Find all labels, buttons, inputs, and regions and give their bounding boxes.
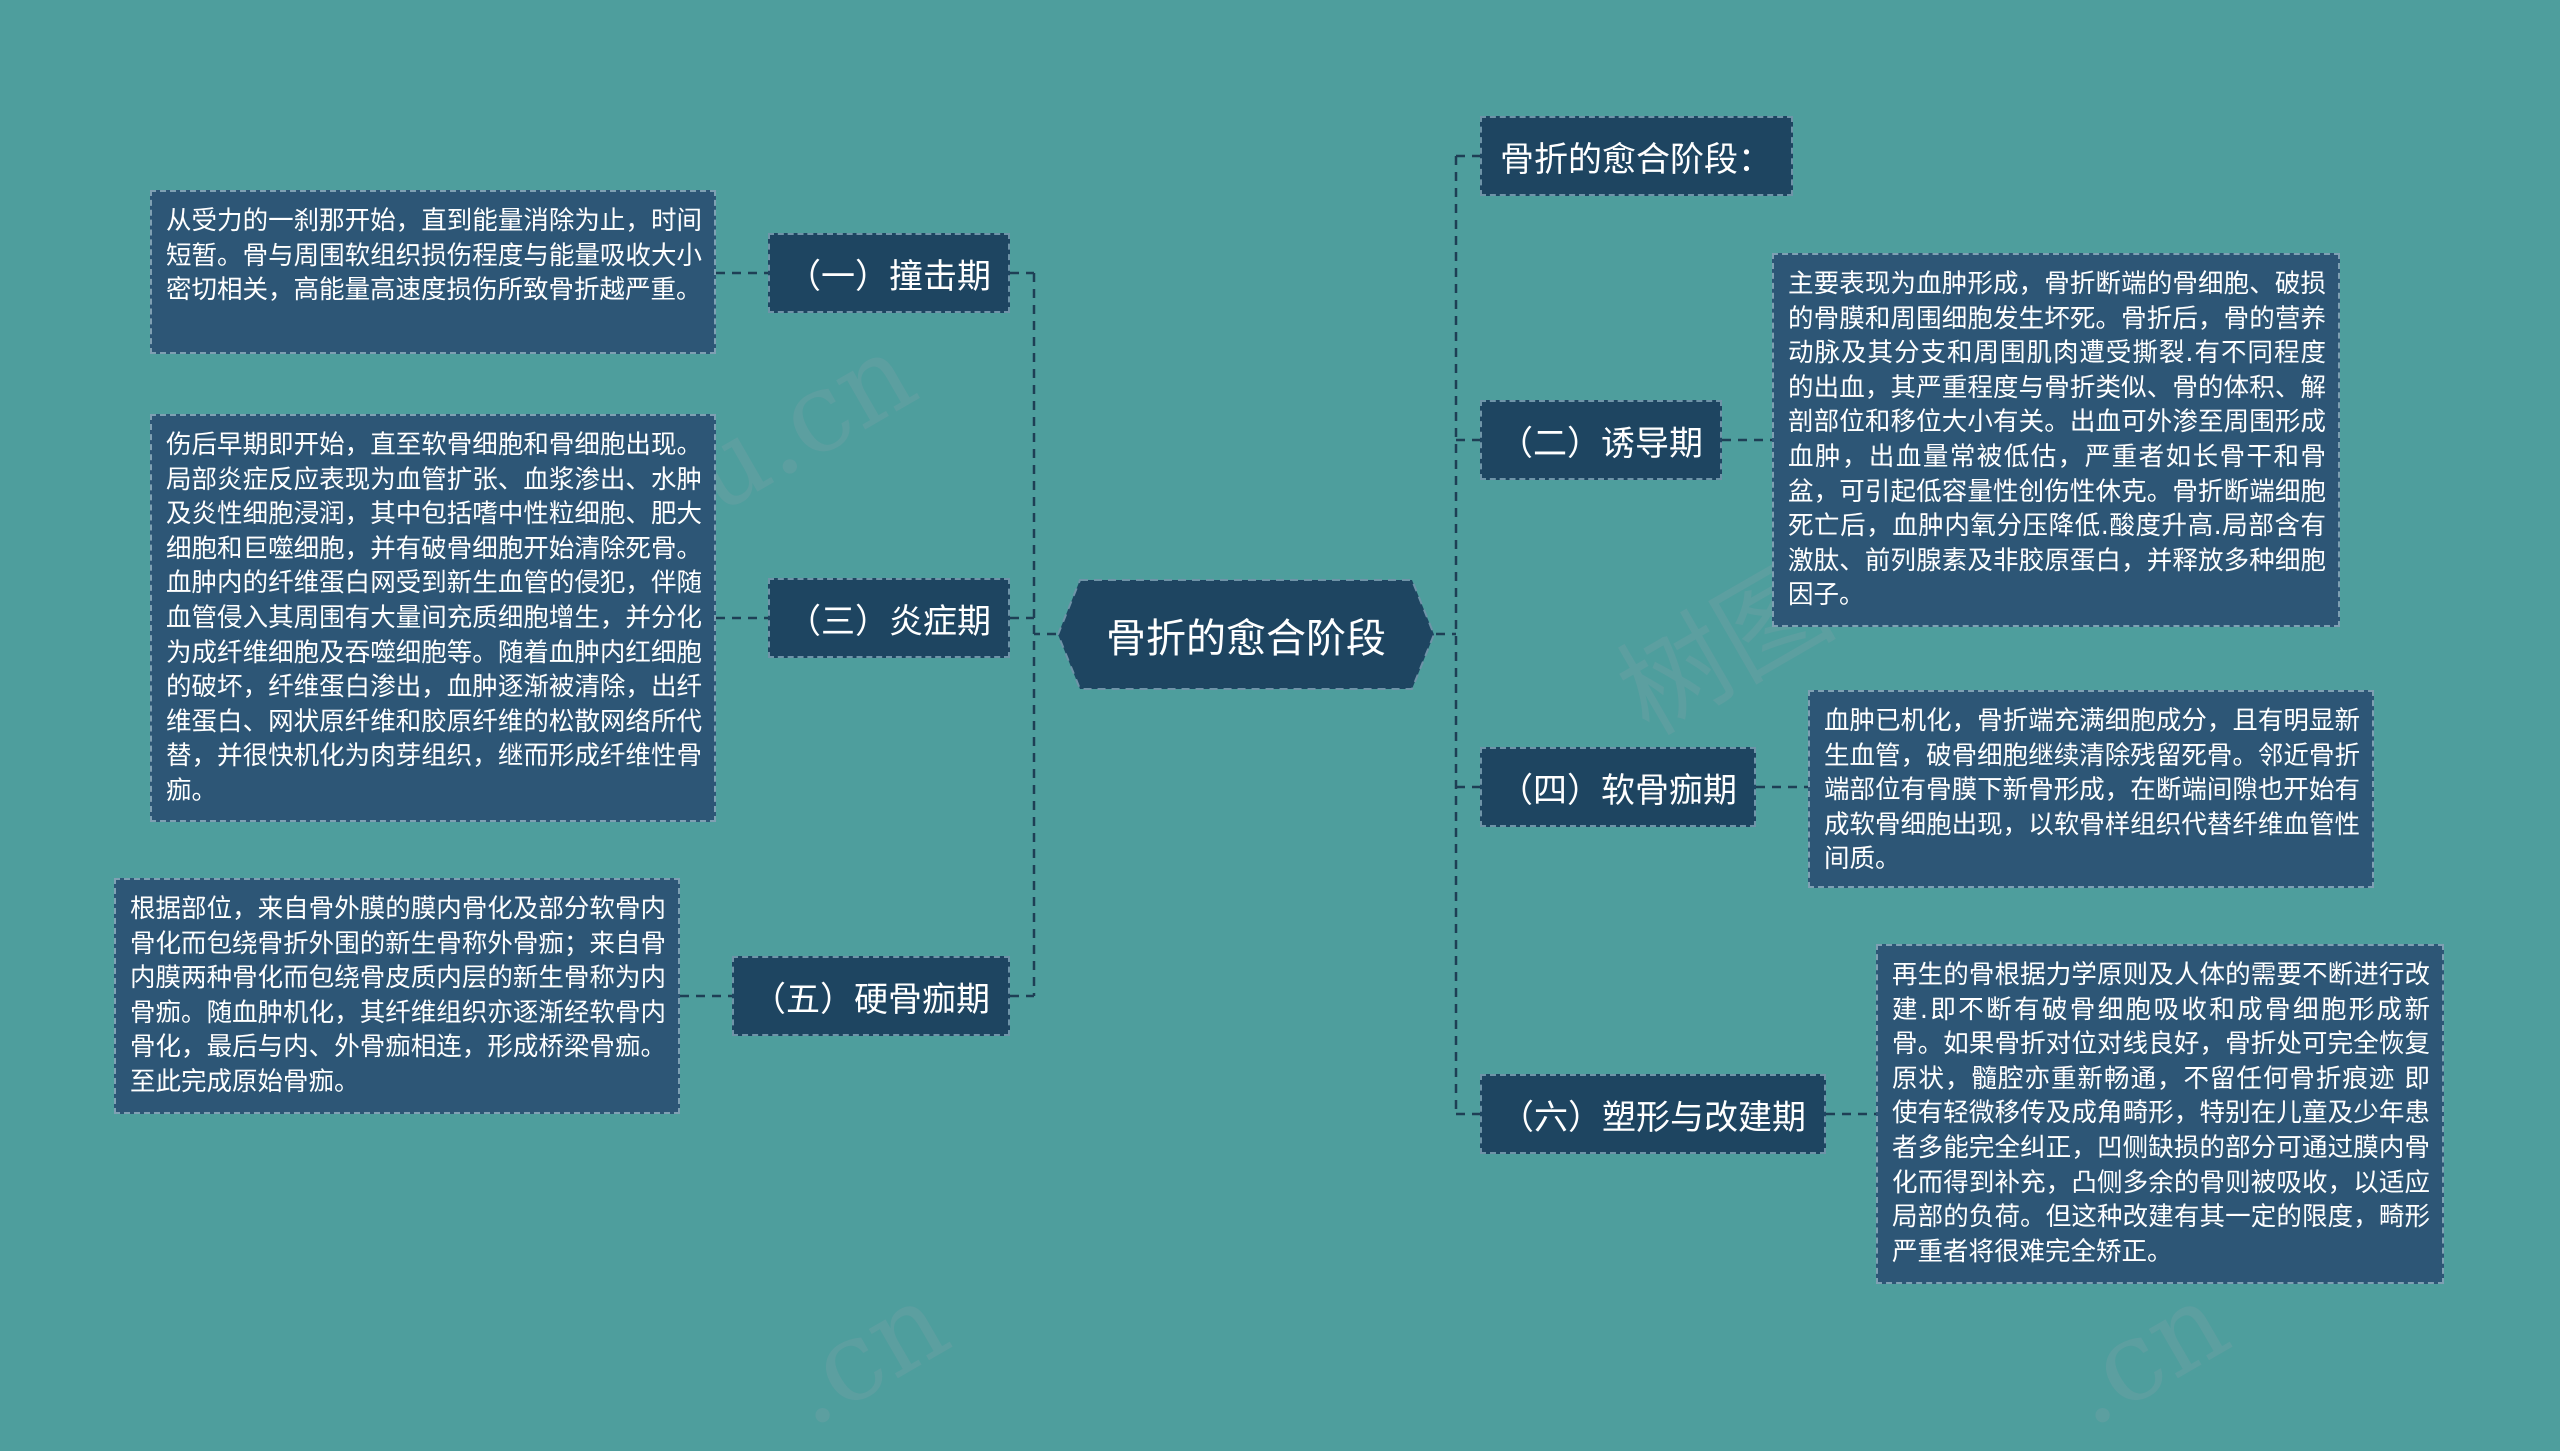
mind-map-canvas: tu.cn 树图 .cn .cn 骨折的愈合阶段 骨折的愈合阶段： （一）撞击期… xyxy=(114,116,2444,1451)
branch-node-1[interactable]: （一）撞击期 xyxy=(768,233,1010,313)
detail-text-2: 主要表现为血肿形成，骨折断端的骨细胞、破损的骨膜和周围细胞发生坏死。骨折后，骨的… xyxy=(1788,269,2326,611)
detail-box-6: 再生的骨根据力学原则及人体的需要不断进行改建.即不断有破骨细胞吸收和成骨细胞形成… xyxy=(1876,944,2444,1284)
intro-node[interactable]: 骨折的愈合阶段： xyxy=(1480,116,1793,196)
branch-label-1: （一）撞击期 xyxy=(787,256,991,297)
branch-label-5: （五）硬骨痂期 xyxy=(752,979,990,1020)
branch-node-3[interactable]: （三）炎症期 xyxy=(768,578,1010,658)
branch-label-6: （六）塑形与改建期 xyxy=(1500,1097,1806,1138)
detail-text-4: 血肿已机化，骨折端充满细胞成分，且有明显新生血管，破骨细胞继续清除残留死骨。邻近… xyxy=(1824,706,2360,875)
detail-box-3: 伤后早期即开始，直至软骨细胞和骨细胞出现。局部炎症反应表现为血管扩张、血浆渗出、… xyxy=(150,414,716,822)
branch-label-3: （三）炎症期 xyxy=(787,601,991,642)
detail-box-1: 从受力的一刹那开始，直到能量消除为止，时间短暂。骨与周围软组织损伤程度与能量吸收… xyxy=(150,190,716,354)
root-label: 骨折的愈合阶段 xyxy=(1106,615,1386,662)
branch-label-4: （四）软骨痂期 xyxy=(1499,770,1737,811)
detail-box-4: 血肿已机化，骨折端充满细胞成分，且有明显新生血管，破骨细胞继续清除残留死骨。邻近… xyxy=(1808,690,2374,888)
intro-label: 骨折的愈合阶段： xyxy=(1500,139,1772,180)
detail-text-5: 根据部位，来自骨外膜的膜内骨化及部分软骨内骨化而包绕骨折外围的新生骨称外骨痂；来… xyxy=(130,894,666,1097)
root-node[interactable]: 骨折的愈合阶段 xyxy=(1056,578,1436,691)
detail-text-6: 再生的骨根据力学原则及人体的需要不断进行改建.即不断有破骨细胞吸收和成骨细胞形成… xyxy=(1892,960,2430,1267)
detail-text-3: 伤后早期即开始，直至软骨细胞和骨细胞出现。局部炎症反应表现为血管扩张、血浆渗出、… xyxy=(166,430,702,806)
branch-label-2: （二）诱导期 xyxy=(1499,423,1703,464)
branch-node-6[interactable]: （六）塑形与改建期 xyxy=(1480,1074,1826,1154)
branch-node-4[interactable]: （四）软骨痂期 xyxy=(1480,747,1756,827)
detail-box-5: 根据部位，来自骨外膜的膜内骨化及部分软骨内骨化而包绕骨折外围的新生骨称外骨痂；来… xyxy=(114,878,680,1114)
connector-lines xyxy=(680,154,1876,1116)
detail-box-2: 主要表现为血肿形成，骨折断端的骨细胞、破损的骨膜和周围细胞发生坏死。骨折后，骨的… xyxy=(1772,253,2340,627)
branch-node-5[interactable]: （五）硬骨痂期 xyxy=(732,956,1010,1036)
detail-text-1: 从受力的一刹那开始，直到能量消除为止，时间短暂。骨与周围软组织损伤程度与能量吸收… xyxy=(166,206,702,306)
branch-node-2[interactable]: （二）诱导期 xyxy=(1480,400,1722,480)
